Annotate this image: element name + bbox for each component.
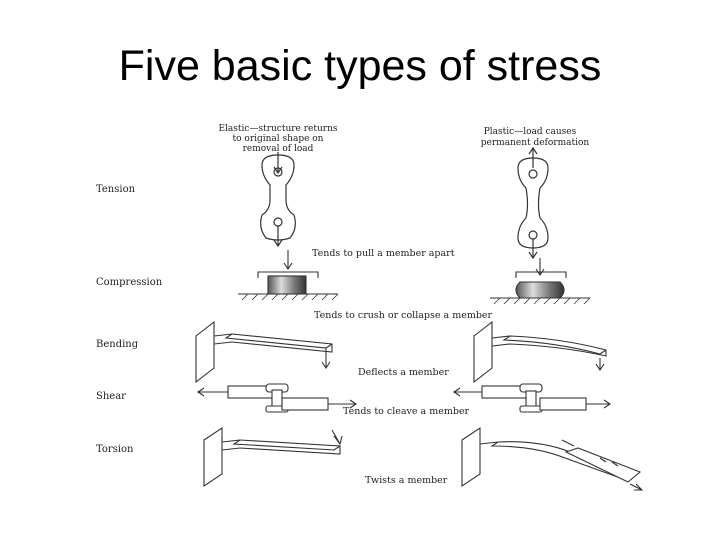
bending-plastic-specimen [473,320,607,384]
elastic-header-line-2: to original shape on [233,134,324,144]
compression-elastic-specimen [238,250,339,301]
tension-plastic-specimen [517,146,549,260]
plastic-header-line-1: Plastic—load causes [484,127,577,137]
caption-compression: Tends to crush or collapse a member [314,310,493,321]
caption-shear: Tends to cleave a member [343,406,470,417]
shear-elastic-specimen [197,383,357,413]
elastic-header: Elastic—structure returns to original sh… [218,124,337,154]
row-label-compression: Compression [96,277,163,288]
caption-tension: Tends to pull a member apart [312,248,455,259]
plastic-header-line-2: permanent deformation [481,138,590,148]
shear-plastic-specimen [453,383,611,413]
elastic-header-line-3: removal of load [243,144,314,154]
compression-plastic-specimen [490,258,591,305]
torsion-plastic-specimen [461,426,644,491]
row-label-bending: Bending [96,339,139,350]
row-label-torsion: Torsion [96,444,134,455]
elastic-header-line-1: Elastic—structure returns [218,124,337,134]
row-label-shear: Shear [96,391,126,402]
torsion-elastic-specimen [203,426,343,488]
slide-title: Five basic types of stress [118,42,602,90]
bending-elastic-specimen [195,320,333,384]
plastic-header: Plastic—load causes permanent deformatio… [481,127,590,148]
caption-bending: Deflects a member [358,367,449,378]
caption-torsion: Twists a member [365,475,448,486]
row-label-tension: Tension [96,184,136,195]
tension-elastic-specimen [260,152,296,248]
